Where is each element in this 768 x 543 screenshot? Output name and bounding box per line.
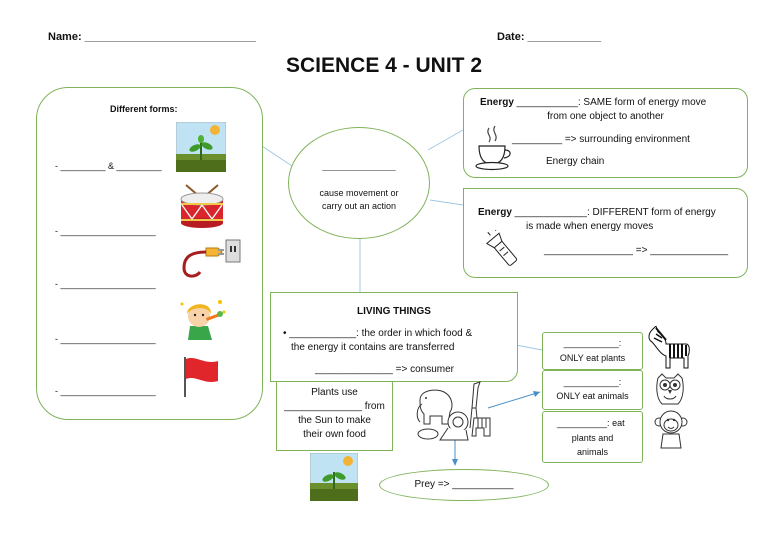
drum-icon [180, 184, 224, 228]
omnivore-desc-1: eat [612, 418, 625, 428]
page-title: SCIENCE 4 - UNIT 2 [285, 54, 483, 77]
owl-icon [656, 373, 684, 405]
prey-text[interactable]: Prey => ___________ [414, 479, 514, 490]
forms-title: Different forms: [110, 104, 178, 114]
monkey-icon [654, 410, 688, 449]
herbivore-desc: ONLY eat plants [559, 353, 626, 363]
plants-line-1: Plants use [311, 387, 358, 398]
transform-line-3[interactable]: ________________ => ______________ [544, 245, 729, 256]
zebra-icon [648, 326, 690, 369]
transform-blank[interactable]: _____________: DIFFERENT form of energy [511, 207, 716, 218]
transform-line-2: is made when energy moves [526, 221, 654, 232]
plug-icon [182, 239, 241, 278]
transfer-label: Energy [480, 97, 514, 108]
energy-oval: ___________ cause movement or carry out … [288, 127, 430, 239]
plants-line-2[interactable]: ______________ from [284, 401, 385, 412]
herbivore-blank[interactable]: ___________: [563, 338, 622, 348]
form-item-2[interactable]: - ___________________ [55, 226, 156, 236]
flashlight-icon [486, 230, 518, 266]
transform-label: Energy [478, 207, 512, 218]
omnivore-box: __________: eat plants and animals [542, 411, 643, 463]
plants-line-3: the Sun to make [298, 415, 371, 426]
teacup-icon [475, 126, 511, 171]
energy-transfer-box: Energy ___________: SAME form of energy … [463, 88, 748, 178]
transfer-blank[interactable]: ___________: SAME form of energy move [513, 97, 707, 108]
sprout-icon-bottom [310, 453, 358, 501]
omnivore-desc-3: animals [576, 447, 608, 457]
plants-box: Plants use ______________ from the Sun t… [276, 381, 393, 451]
omnivore-blank[interactable]: __________: [557, 418, 610, 428]
child-eating-icon [180, 300, 226, 340]
flag-icon [184, 357, 218, 397]
animals-group-icon [416, 381, 491, 441]
form-item-5[interactable]: - ___________________ [55, 386, 156, 396]
plants-line-4: their own food [303, 429, 366, 440]
date-field[interactable]: Date: ____________ [497, 31, 601, 43]
prey-oval: Prey => ___________ [379, 469, 549, 501]
energy-oval-desc-1: cause movement or [319, 188, 399, 198]
energy-oval-desc-2: carry out an action [321, 201, 397, 211]
carnivore-desc: ONLY eat animals [556, 391, 629, 401]
omnivore-desc-2: plants and [571, 433, 614, 443]
living-things-box: LIVING THINGS • ____________: the order … [270, 292, 518, 382]
sprout-icon [176, 122, 226, 172]
carnivore-box: ___________: ONLY eat animals [542, 370, 643, 410]
transfer-line-3[interactable]: _________ => surrounding environment [512, 134, 690, 145]
transfer-line-2: from one object to another [547, 111, 664, 122]
carnivore-blank[interactable]: ___________: [563, 377, 622, 387]
living-line-2: the energy it contains are transferred [291, 342, 455, 353]
transform-line-1: Energy _____________: DIFFERENT form of … [478, 207, 716, 218]
form-item-3[interactable]: - ___________________ [55, 279, 156, 289]
living-line-3[interactable]: ______________ => consumer [315, 364, 455, 375]
form-item-4[interactable]: - ___________________ [55, 334, 156, 344]
energy-chain-label: Energy chain [546, 156, 605, 167]
energy-oval-blank[interactable]: ___________ [322, 158, 396, 172]
herbivore-box: ___________: ONLY eat plants [542, 332, 643, 370]
form-item-1[interactable]: - _________ & _________ [55, 161, 162, 171]
living-line-1[interactable]: • ____________: the order in which food … [283, 328, 473, 339]
name-field[interactable]: Name: ____________________________ [48, 31, 256, 43]
transfer-line-1: Energy ___________: SAME form of energy … [480, 97, 706, 108]
omnivore-line-1: __________: eat [557, 418, 625, 428]
living-things-title: LIVING THINGS [357, 306, 431, 317]
